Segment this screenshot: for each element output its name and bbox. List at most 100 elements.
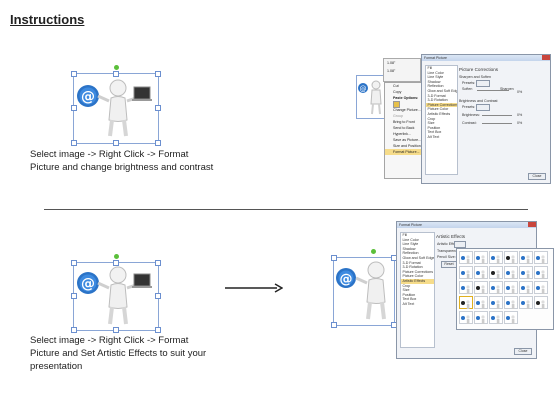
rotate-handle[interactable] <box>371 249 376 254</box>
close-button[interactable]: Close <box>514 348 532 355</box>
presets-dropdown[interactable] <box>476 80 490 87</box>
nav-item[interactable]: Fill <box>427 66 433 70</box>
nav-item[interactable]: Line Color <box>427 70 444 75</box>
effect-thumb[interactable] <box>519 266 533 279</box>
effect-thumb[interactable] <box>459 281 473 294</box>
menu-item-size-position[interactable]: Size and Position... <box>393 144 424 148</box>
effect-thumb[interactable] <box>459 251 473 264</box>
resize-handle[interactable] <box>71 260 77 266</box>
menu-item-copy[interactable]: Copy <box>393 90 402 94</box>
effect-thumb[interactable] <box>489 251 503 264</box>
paste-icons[interactable] <box>385 101 425 108</box>
nav-item[interactable]: Artistic Effects <box>427 111 451 116</box>
effect-thumb[interactable] <box>474 266 488 279</box>
nav-item[interactable]: Picture Corrections <box>402 269 434 274</box>
rotate-handle[interactable] <box>114 65 119 70</box>
effect-thumb[interactable] <box>489 281 503 294</box>
resize-handle[interactable] <box>71 71 77 77</box>
resize-handle[interactable] <box>155 71 161 77</box>
effect-thumb[interactable] <box>534 281 548 294</box>
nav-item[interactable]: Picture Color <box>402 274 424 279</box>
menu-item-format-picture[interactable]: Format Picture... <box>385 149 425 155</box>
effect-thumb[interactable] <box>459 311 473 324</box>
nav-item[interactable]: Line Color <box>402 237 419 242</box>
nav-item[interactable]: 3-D Rotation <box>402 265 423 270</box>
nav-item[interactable]: Reflection <box>427 84 444 89</box>
effect-thumb[interactable] <box>534 266 548 279</box>
nav-item[interactable]: Shadow <box>427 79 441 84</box>
menu-item-send-back[interactable]: Send to Back <box>393 126 415 130</box>
resize-handle[interactable] <box>71 140 77 146</box>
resize-handle[interactable] <box>113 140 119 146</box>
presets-dropdown[interactable] <box>476 104 490 111</box>
nav-item[interactable]: Alt Text <box>402 301 415 306</box>
effect-thumb[interactable] <box>474 311 488 324</box>
nav-item[interactable]: Line Style <box>427 75 444 80</box>
effect-thumb[interactable] <box>519 281 533 294</box>
nav-item[interactable]: Line Style <box>402 242 419 247</box>
menu-item-group[interactable]: Group <box>393 114 403 118</box>
resize-handle[interactable] <box>155 105 161 111</box>
effect-thumb[interactable] <box>534 251 548 264</box>
nav-item[interactable]: 3-D Rotation <box>427 98 448 103</box>
nav-item[interactable]: Reflection <box>402 251 419 256</box>
sharpen-slider[interactable] <box>477 90 509 91</box>
nav-item[interactable]: Position <box>402 292 416 297</box>
effect-thumb[interactable] <box>474 296 488 309</box>
nav-item-active[interactable]: Picture Corrections <box>426 102 457 108</box>
nav-item[interactable]: Text Box <box>402 297 417 302</box>
nav-item[interactable]: Size <box>427 121 435 126</box>
effect-thumb[interactable] <box>519 251 533 264</box>
nav-item[interactable]: Size <box>402 288 410 293</box>
resize-handle[interactable] <box>71 293 77 299</box>
artistic-effect-dropdown[interactable] <box>454 241 466 248</box>
effect-thumb[interactable] <box>489 311 503 324</box>
resize-handle[interactable] <box>155 293 161 299</box>
close-icon[interactable] <box>528 222 536 227</box>
height-field[interactable]: 1.08" <box>387 61 396 65</box>
selected-image-2[interactable]: @ <box>71 254 161 333</box>
rotate-handle[interactable] <box>114 254 119 259</box>
nav-item[interactable]: Glow and Soft Edges <box>402 255 435 260</box>
effect-thumb[interactable] <box>519 296 533 309</box>
resize-handle[interactable] <box>155 140 161 146</box>
close-icon[interactable] <box>542 55 550 60</box>
effect-thumb[interactable] <box>504 266 518 279</box>
menu-item-save-picture[interactable]: Save as Picture... <box>393 138 422 142</box>
effect-thumb[interactable] <box>489 266 503 279</box>
nav-item-active[interactable]: Artistic Effects <box>401 278 434 284</box>
menu-item-change-picture[interactable]: Change Picture... <box>393 108 421 112</box>
resize-handle[interactable] <box>113 260 119 266</box>
nav-item[interactable]: Crop <box>427 116 436 121</box>
effect-thumb[interactable] <box>474 281 488 294</box>
nav-item[interactable]: Alt Text <box>427 134 440 139</box>
effect-thumb[interactable] <box>459 266 473 279</box>
nav-item[interactable]: Position <box>427 125 441 130</box>
effect-thumb[interactable] <box>504 311 518 324</box>
brightness-slider[interactable] <box>482 115 512 116</box>
effect-thumb[interactable] <box>474 251 488 264</box>
effect-thumb[interactable] <box>504 281 518 294</box>
effect-thumb[interactable] <box>504 251 518 264</box>
resize-handle[interactable] <box>331 322 337 328</box>
effect-thumb-selected[interactable] <box>459 296 473 309</box>
value-field[interactable]: 0% <box>517 90 523 94</box>
selected-image-small[interactable]: @ <box>356 75 388 119</box>
menu-item-paste-options[interactable]: Paste Options: <box>393 96 419 100</box>
contrast-slider[interactable] <box>482 123 512 124</box>
selected-image-1[interactable]: @ <box>71 65 161 146</box>
resize-handle[interactable] <box>71 105 77 111</box>
selected-image-3[interactable]: @ <box>331 249 397 328</box>
width-field[interactable]: 1.08" <box>387 69 396 73</box>
nav-item[interactable]: 3-D Format <box>427 93 446 98</box>
resize-handle[interactable] <box>113 327 119 333</box>
resize-handle[interactable] <box>155 260 161 266</box>
effect-thumb[interactable] <box>504 296 518 309</box>
value-field[interactable]: 0% <box>517 121 523 125</box>
reset-button[interactable]: Reset <box>441 261 457 268</box>
menu-item-bring-front[interactable]: Bring to Front <box>393 120 415 124</box>
nav-item[interactable]: Shadow <box>402 246 416 251</box>
close-button[interactable]: Close <box>528 173 546 180</box>
nav-item[interactable]: Glow and Soft Edges <box>427 88 458 93</box>
menu-item-hyperlink[interactable]: Hyperlink... <box>393 132 411 136</box>
